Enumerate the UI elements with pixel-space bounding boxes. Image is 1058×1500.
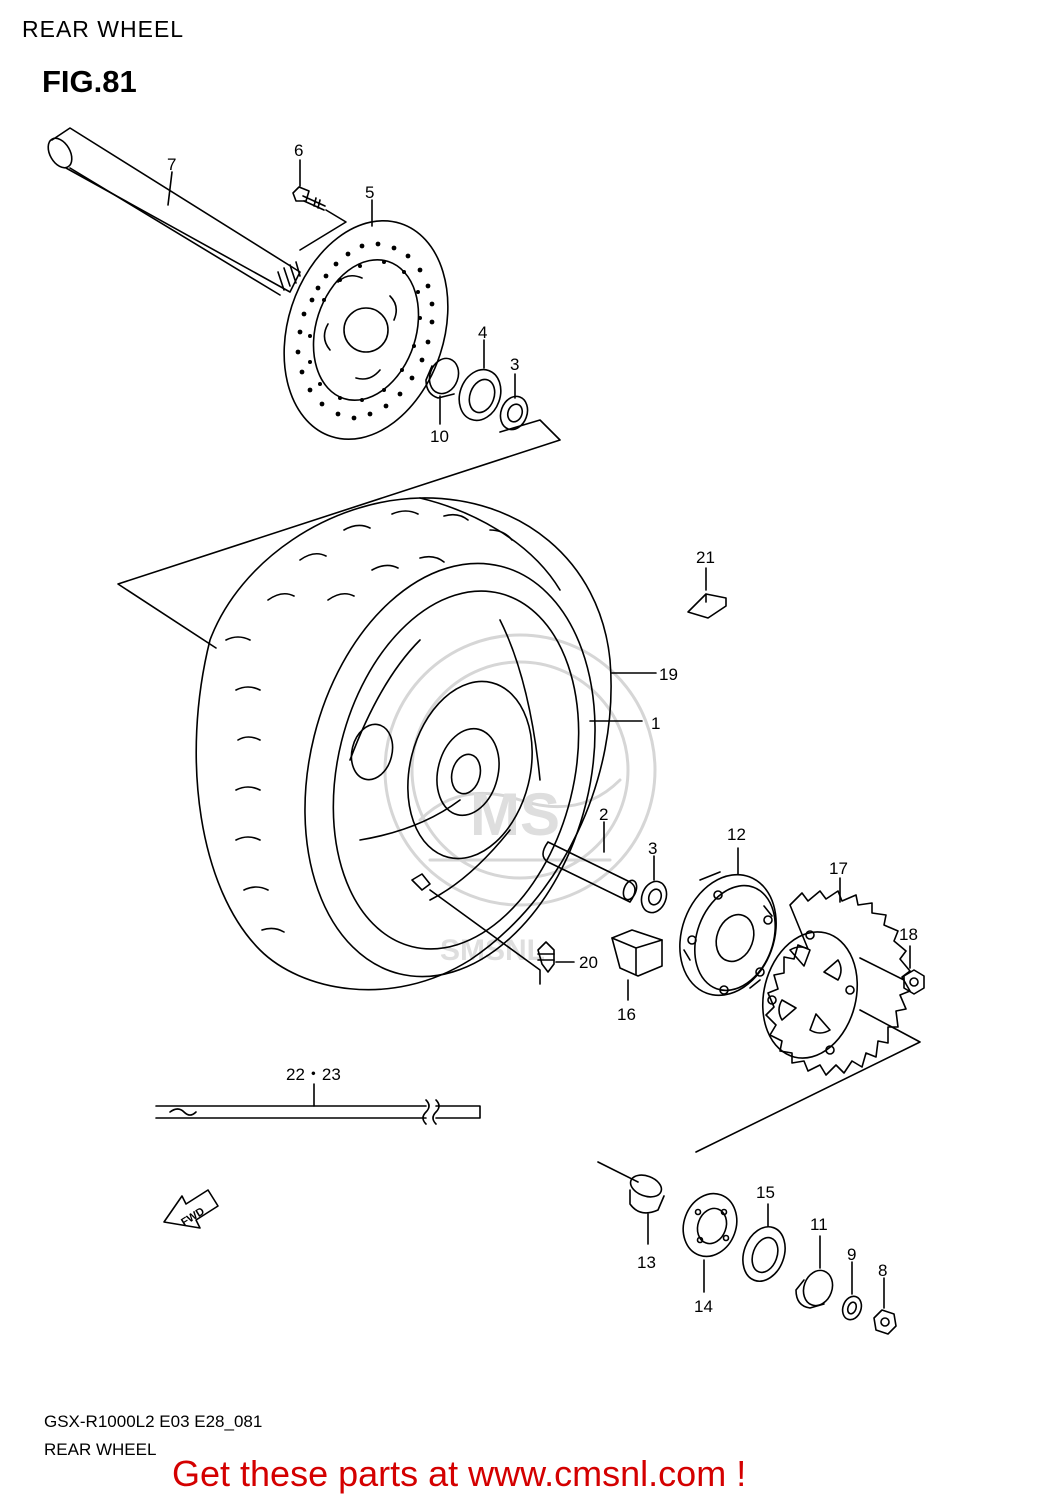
spacer-10-part — [425, 357, 460, 425]
rim-stripe-part — [155, 1083, 481, 1125]
callout-3-top: 3 — [510, 355, 519, 374]
callout-11: 11 — [810, 1215, 828, 1234]
washer-9-part — [841, 1261, 863, 1321]
damper-part — [611, 929, 663, 1001]
spacer-2-part — [542, 821, 638, 903]
callout-22-23: 22・23 — [286, 1065, 341, 1084]
balance-weight-part — [687, 567, 727, 619]
assembly-guide-line — [117, 419, 561, 649]
bearing-3-lower-part — [640, 855, 668, 914]
callout-10: 10 — [430, 427, 449, 446]
callout-4: 4 — [478, 323, 487, 342]
page-header: REAR WHEEL — [22, 16, 185, 42]
callout-13: 13 — [637, 1253, 656, 1272]
rear-sprocket-part — [695, 877, 921, 1153]
callout-19: 19 — [659, 665, 678, 684]
brake-disc-part — [283, 199, 449, 441]
callout-6: 6 — [294, 141, 303, 160]
model-code: GSX-R1000L2 E03 E28_081 — [44, 1412, 263, 1431]
callout-14: 14 — [694, 1297, 713, 1316]
callout-21: 21 — [696, 548, 715, 567]
callout-7: 7 — [167, 155, 176, 174]
spacer-11-part — [795, 1235, 834, 1309]
callout-16: 16 — [617, 1005, 636, 1024]
callout-3-lower: 3 — [648, 839, 657, 858]
callout-15: 15 — [756, 1183, 775, 1202]
axle-part — [47, 127, 301, 296]
callout-5: 5 — [365, 183, 374, 202]
svg-text:MS: MS — [470, 781, 560, 848]
callout-8: 8 — [878, 1261, 887, 1280]
rear-wheel-part — [304, 562, 657, 985]
callout-2: 2 — [599, 805, 608, 824]
figure-title: FIG.81 — [42, 64, 137, 99]
bearing-14-part — [682, 1192, 738, 1293]
tire-valve-part — [537, 941, 575, 973]
disc-bolt-part — [292, 159, 347, 251]
callout-20: 20 — [579, 953, 598, 972]
forward-arrow-icon: FWD — [163, 1189, 219, 1229]
rear-tire-part — [195, 497, 612, 991]
callout-18: 18 — [899, 925, 918, 944]
sprocket-hub-part — [679, 847, 777, 997]
sprocket-nut-part — [859, 945, 925, 995]
callout-17: 17 — [829, 859, 848, 878]
callout-1: 1 — [651, 714, 660, 733]
oil-seal-4-part — [458, 339, 502, 422]
axle-nut-8-part — [873, 1277, 897, 1335]
spacer-13-part — [629, 1174, 665, 1245]
oil-seal-15-part — [742, 1203, 786, 1282]
parts-link-banner[interactable]: Get these parts at www.cmsnl.com ! — [172, 1453, 747, 1494]
section-name: REAR WHEEL — [44, 1440, 157, 1459]
callout-9: 9 — [847, 1245, 856, 1264]
callout-12: 12 — [727, 825, 746, 844]
